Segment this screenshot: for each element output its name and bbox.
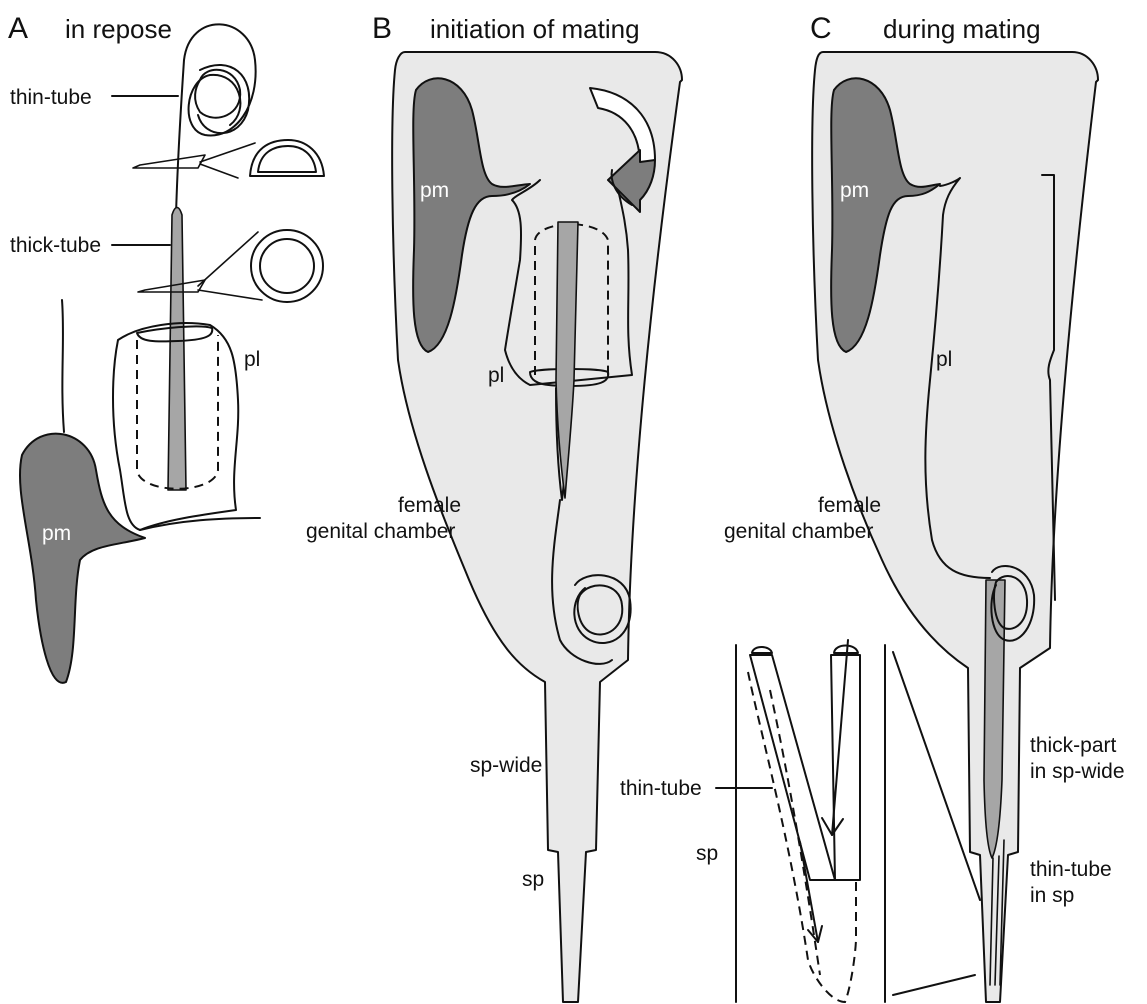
pl-label-a: pl bbox=[244, 348, 260, 371]
female-label-line1-c: female bbox=[818, 494, 881, 517]
sp-label-b: sp bbox=[522, 868, 544, 891]
thin-tube-coil-a bbox=[176, 24, 256, 215]
inset-tube-vertical bbox=[831, 655, 860, 880]
sp-wide-label-b: sp-wide bbox=[470, 754, 542, 777]
inset-zoom-line-top bbox=[893, 652, 980, 900]
panel-b-title: initiation of mating bbox=[430, 14, 640, 44]
inset-sp-label: sp bbox=[696, 842, 718, 865]
thick-tube-label-a: thick-tube bbox=[10, 234, 101, 257]
inset-thin-tube-label: thin-tube bbox=[620, 777, 702, 800]
pm-label-c: pm bbox=[840, 179, 869, 202]
panel-c-title: during mating bbox=[883, 14, 1041, 44]
thick-part-label-line2-c: in sp-wide bbox=[1030, 760, 1125, 783]
panel-c: C during mating pm pl female genital cha… bbox=[724, 12, 1125, 1002]
pl-label-b: pl bbox=[488, 364, 504, 387]
female-label-line2-b: genital chamber bbox=[306, 520, 455, 543]
pl-label-c: pl bbox=[936, 348, 952, 371]
thin-tube-label-line2-c: in sp bbox=[1030, 884, 1074, 907]
panel-a-title: in repose bbox=[65, 14, 172, 44]
inset-tube-diagonal-end bbox=[752, 647, 772, 653]
female-label-line2-c: genital chamber bbox=[724, 520, 873, 543]
pm-label-b: pm bbox=[420, 179, 449, 202]
panel-b-letter: B bbox=[372, 12, 392, 45]
thick-tube-a bbox=[168, 208, 186, 491]
thin-tube-label-line1-c: thin-tube bbox=[1030, 858, 1112, 881]
thin-tube-label-a: thin-tube bbox=[10, 86, 92, 109]
inset-sp: thin-tube sp bbox=[620, 640, 980, 1002]
panel-c-letter: C bbox=[810, 12, 832, 45]
female-label-line1-b: female bbox=[398, 494, 461, 517]
thick-tube-section-a bbox=[138, 230, 323, 302]
pm-a bbox=[20, 434, 145, 683]
inset-tube-diagonal bbox=[750, 655, 835, 880]
inset-tube-vertical-end bbox=[834, 646, 858, 654]
inset-zoom-line-bottom bbox=[893, 975, 975, 995]
body-wall-a bbox=[62, 300, 64, 432]
panel-b: B initiation of mating pm pl fema bbox=[306, 12, 682, 1002]
thick-part-label-line1-c: thick-part bbox=[1030, 734, 1117, 757]
pm-label-a: pm bbox=[42, 522, 71, 545]
panel-a-letter: A bbox=[8, 12, 28, 45]
inset-arrow-down-shaft bbox=[832, 640, 848, 835]
inset-tube-hidden bbox=[748, 672, 856, 1002]
thin-tube-section-a bbox=[133, 140, 324, 178]
inset-tube-hidden-2 bbox=[770, 690, 820, 975]
panel-a: A in repose thin-tube thick-tube bbox=[8, 12, 324, 683]
